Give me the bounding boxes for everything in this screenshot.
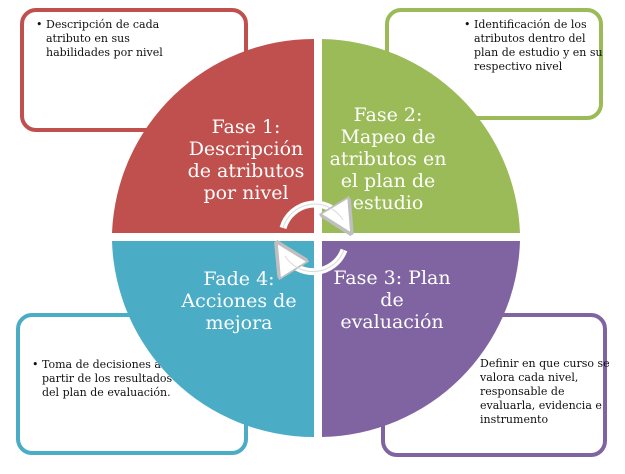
phase2-label: Fase 2: Mapeo de atributos en el plan de…	[329, 104, 447, 214]
circular-arrows-icon	[283, 204, 344, 272]
identification-box-text: Identificación de los atributos dentro d…	[464, 18, 606, 74]
phase2-quadrant	[322, 39, 520, 233]
decisions-box-text: Toma de decisiones a partir de los resul…	[32, 358, 187, 400]
phase4-label: Fade 4: Acciones de mejora	[181, 268, 297, 334]
description-box-text: Descripción de cada atributo en sus habi…	[36, 18, 196, 60]
phase3-quadrant	[322, 241, 520, 437]
phase1-quadrant	[112, 38, 314, 233]
definition-box-text: Definir en que curso se valora cada nive…	[480, 357, 610, 426]
phase3-label: Fase 3: Plan de evaluación	[333, 267, 451, 333]
phase4-quadrant	[112, 241, 314, 438]
phase1-label: Fase 1: Descripción de atributos por niv…	[187, 116, 305, 204]
